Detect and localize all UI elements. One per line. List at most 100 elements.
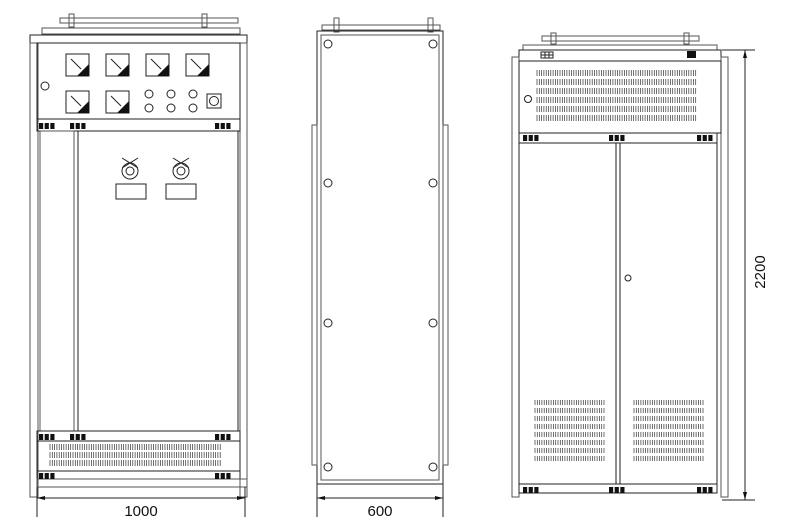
terminal-block-icon — [697, 135, 702, 141]
meter-icon — [65, 90, 90, 114]
terminal-block-icon — [220, 473, 225, 479]
terminal-block-icon — [44, 434, 49, 440]
terminal-block-icon — [215, 473, 220, 479]
lifting-rail — [541, 35, 700, 42]
screw-icon — [428, 318, 438, 328]
screw-icon — [323, 462, 333, 472]
terminal-block-icon — [75, 434, 80, 440]
lifting-rail — [321, 24, 441, 31]
terminal-block-icon — [75, 123, 80, 129]
terminal-block-icon — [226, 473, 231, 479]
top-cap — [41, 27, 241, 35]
meter-needle — [150, 58, 162, 70]
mid-rail — [518, 132, 718, 144]
terminal-block-icon — [708, 487, 713, 493]
indicator-light-icon — [166, 89, 176, 99]
terminal-block-icon — [70, 434, 75, 440]
terminal-block-icon — [39, 473, 44, 479]
meter-shade — [117, 64, 129, 76]
switch-knob — [209, 96, 219, 106]
panel-lock-icon — [40, 81, 50, 91]
lifting-eye — [68, 13, 75, 28]
meter-needle — [110, 95, 122, 107]
vent-slots — [536, 70, 697, 121]
indicator-light-icon — [144, 89, 154, 99]
side-panel-outer — [316, 30, 444, 485]
lifting-eye — [550, 32, 557, 45]
lifting-rail — [59, 17, 239, 24]
meter-needle — [70, 58, 82, 70]
vent-slots — [534, 400, 704, 461]
terminal-block-icon — [609, 135, 614, 141]
bottom-rail — [36, 430, 241, 442]
terminal-block-icon — [39, 434, 44, 440]
side-view: 600 — [311, 17, 449, 520]
side-panel-inner — [320, 34, 440, 481]
front-door — [77, 130, 239, 432]
terminal-block-icon — [534, 135, 539, 141]
top-frame — [29, 34, 248, 44]
indicator-light-icon — [188, 103, 198, 113]
terminal-block-icon — [39, 123, 44, 129]
door-handle-icon — [624, 274, 632, 282]
meter-shade — [117, 101, 129, 113]
indicator-light-icon — [144, 103, 154, 113]
meter-needle — [190, 58, 202, 70]
indicator-lamp-icon — [172, 157, 190, 180]
meter-icon — [105, 53, 130, 77]
terminal-block-icon — [70, 123, 75, 129]
side-strip — [39, 130, 75, 432]
terminal-block-icon — [50, 123, 55, 129]
screw-icon — [323, 318, 333, 328]
panel-lock-icon — [524, 95, 532, 103]
screw-icon — [428, 178, 438, 188]
terminal-block-icon — [81, 434, 86, 440]
indicator-light-icon — [166, 103, 176, 113]
meter-icon — [65, 53, 90, 77]
meter-shade — [197, 64, 209, 76]
side-flange — [442, 124, 449, 466]
vent-slot-lines — [536, 70, 697, 121]
depth-dimension: 600 — [367, 503, 392, 520]
terminal-block-icon — [226, 434, 231, 440]
indicator-lamp-icon — [121, 157, 139, 180]
side-flange — [311, 124, 318, 466]
base-rail — [36, 470, 241, 480]
terminal-block-icon — [534, 487, 539, 493]
terminal-block-icon — [528, 135, 533, 141]
label-plate — [165, 183, 197, 200]
terminal-block-icon — [702, 135, 707, 141]
panel-screws — [323, 39, 438, 472]
terminal-block-icon — [44, 123, 49, 129]
meter-shade — [77, 101, 89, 113]
terminal-block-icon — [523, 135, 528, 141]
terminal-block-icon — [528, 487, 533, 493]
vent-slots — [49, 444, 221, 466]
meter-icon — [145, 53, 170, 77]
vent-slot-lines — [633, 400, 704, 461]
terminal-block-icon — [609, 487, 614, 493]
dimension-line — [722, 49, 755, 501]
grid-icon — [540, 51, 554, 59]
right-post — [720, 56, 729, 498]
terminal-block-icon — [50, 434, 55, 440]
meter-shade — [157, 64, 169, 76]
vent-slot-lines — [534, 400, 605, 461]
terminal-block-icon — [708, 135, 713, 141]
vent-slot-lines — [49, 444, 221, 466]
terminal-block-icon — [620, 487, 625, 493]
terminal-block-icon — [614, 487, 619, 493]
width-dimension: 1000 — [124, 503, 157, 520]
lifting-eye — [201, 13, 208, 28]
mid-rail — [36, 118, 241, 132]
dimension-line — [316, 484, 444, 517]
terminal-block-icon — [215, 434, 220, 440]
vent-panel — [36, 440, 241, 472]
label-plate — [115, 183, 147, 200]
left-post — [29, 42, 39, 498]
meter-icon — [105, 90, 130, 114]
terminal-block-icon — [50, 473, 55, 479]
meter-needle — [70, 95, 82, 107]
switch-icon — [206, 93, 222, 109]
